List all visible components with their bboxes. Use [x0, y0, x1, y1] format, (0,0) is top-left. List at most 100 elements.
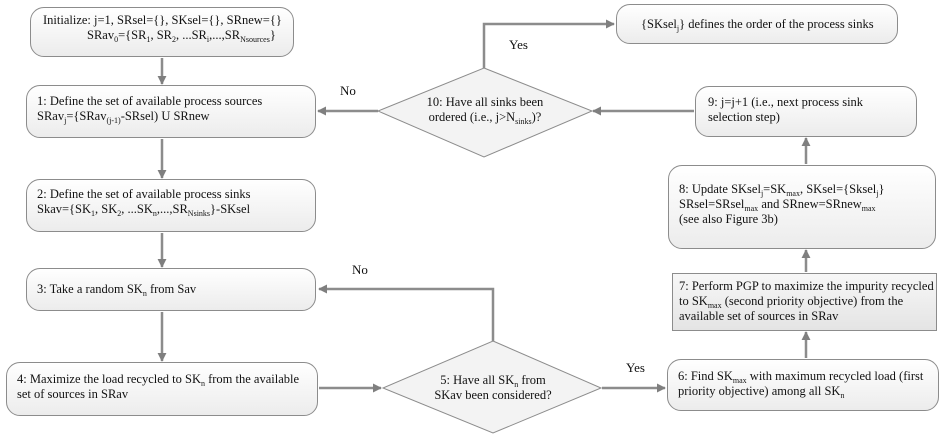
- step9-line2: selection step): [708, 110, 780, 124]
- step2-e: }-SKsel: [210, 202, 251, 216]
- step4-sub: n: [200, 379, 205, 388]
- step6-c: priority objective) among all SK: [678, 384, 841, 398]
- step1-line1: 1: Define the set of available process s…: [37, 94, 263, 108]
- step10-a: ordered (i.e., j>N: [428, 110, 516, 124]
- step6-line1: 6: Find SKmax with maximum recycled load…: [678, 369, 928, 385]
- init-line2: SRav0={SR1, SR2, ...SRi,...,SRNsources}: [43, 28, 281, 44]
- init-sub-n: Nsources: [240, 35, 270, 44]
- init-sep-2: , ...SR: [175, 28, 207, 42]
- init-line1: Initialize: j=1, SRsel={}, SKsel={}, SRn…: [43, 13, 282, 27]
- step8-e-sub: max: [744, 204, 759, 213]
- decision-step10-shape: [376, 67, 594, 158]
- step2-c: , ...SK: [121, 202, 153, 216]
- step8-c: , SKsel={Sksel: [799, 182, 877, 196]
- step10-sub: sinks: [515, 117, 532, 126]
- final-box: {SKselj} defines the order of the proces…: [616, 4, 898, 44]
- step1-srav-sub: j: [64, 116, 67, 125]
- label-yes-bottom: Yes: [626, 360, 645, 375]
- step1-prev-sub: (j-1): [106, 116, 121, 125]
- step1-rest: -SRsel) U SRnew: [120, 109, 210, 123]
- init-srav: SRav: [87, 28, 115, 42]
- step2-sN: Nsinks: [187, 209, 211, 218]
- step8-line1: 8: Update SKselj=SKmax, SKsel={Skselj}: [679, 182, 925, 198]
- step9-box: 9: j=j+1 (i.e., next process sink select…: [695, 86, 917, 137]
- step3-a: 3: Take a random SK: [37, 282, 143, 296]
- arrow-step5-no-to-step3: [318, 284, 495, 341]
- step8-f: and SRnew=SRnew: [758, 197, 862, 211]
- step2-line1: 2: Define the set of available process s…: [37, 187, 251, 201]
- step8-a: 8: Update SKsel: [679, 182, 761, 196]
- step2-line2: Skav={SK1, SK2, ...SKn,...,SRNsinks}-SKs…: [37, 202, 305, 218]
- step1-line2: SRavj={SRav(j-1)-SRsel) U SRnew: [37, 109, 305, 125]
- step10-line1: 10: Have all sinks been: [426, 95, 544, 109]
- step5-line1: 5: Have all SKn from: [413, 373, 573, 389]
- step7-box: 7: Perform PGP to maximize the impurity …: [672, 273, 937, 331]
- step2-box: 2: Define the set of available process s…: [26, 179, 316, 232]
- step7-line2: to SKmax (second priority objective) fro…: [679, 294, 930, 310]
- step6-sub: max: [732, 376, 747, 385]
- step3-box: 3: Take a random SKn from Sav: [26, 268, 316, 311]
- init-end: }: [269, 28, 276, 42]
- step8-b-sub: max: [786, 189, 800, 198]
- step8-line3: (see also Figure 3b): [679, 212, 778, 226]
- step10-text: 10: Have all sinks been ordered (i.e., j…: [400, 95, 570, 126]
- step1-prev: ={SRav: [66, 109, 107, 123]
- step8-a-sub: j: [760, 189, 764, 198]
- step3-sub: n: [142, 289, 147, 298]
- step4-a: 4: Maximize the load recycled to SK: [17, 372, 201, 386]
- step6-c-sub: n: [840, 391, 845, 400]
- step2-b: , SK: [95, 202, 118, 216]
- step2-s1: 1: [91, 209, 96, 218]
- step6-a: 6: Find SK: [678, 369, 733, 383]
- step8-line2: SRsel=SRselmax and SRnew=SRnewmax: [679, 197, 925, 213]
- step2-s2: 2: [117, 209, 122, 218]
- init-sub-1: 1: [146, 35, 151, 44]
- step5-line2: SKav been considered?: [434, 388, 552, 402]
- step7-a: to SK: [679, 294, 708, 308]
- step5-text: 5: Have all SKn from SKav been considere…: [413, 373, 573, 403]
- step1-box: 1: Define the set of available process s…: [26, 85, 316, 138]
- final-text: {SKselj} defines the order of the proces…: [641, 16, 874, 33]
- step5-sub: n: [514, 380, 519, 389]
- step2-sn: n: [152, 209, 157, 218]
- step6-b: with maximum recycled load (first: [746, 369, 924, 383]
- step10-line2: ordered (i.e., j>Nsinks)?: [400, 110, 570, 126]
- init-sub-i: i: [206, 35, 210, 44]
- arrow-step10-yes-to-final: [482, 19, 615, 68]
- step8-c-sub: j: [876, 189, 879, 198]
- label-yes-top: Yes: [509, 37, 528, 52]
- label-no-mid: No: [352, 262, 368, 277]
- final-sub: j: [676, 23, 680, 33]
- init-sub-2: 2: [171, 35, 176, 44]
- init-srav-sub: 0: [114, 35, 119, 44]
- step9-line1: 9: j=j+1 (i.e., next process sink: [708, 95, 864, 109]
- step8-box: 8: Update SKselj=SKmax, SKsel={Skselj} S…: [668, 165, 936, 249]
- step3-text: 3: Take a random SKn from Sav: [37, 282, 197, 298]
- step6-line2: priority objective) among all SKn: [678, 384, 928, 400]
- step8-b: =SK: [763, 182, 787, 196]
- init-sep-3: ,...,SR: [209, 28, 241, 42]
- step4-b: from the available: [204, 372, 300, 386]
- step8-d: }: [878, 182, 885, 196]
- step2-d: ,...,SR: [156, 202, 188, 216]
- final-a: {SKsel: [641, 16, 677, 31]
- step6-box: 6: Find SKmax with maximum recycled load…: [667, 359, 939, 411]
- init-eq: ={SR: [118, 28, 147, 42]
- step1-srav: SRav: [37, 109, 65, 123]
- init-box: Initialize: j=1, SRsel={}, SKsel={}, SRn…: [30, 7, 294, 57]
- step5-b: from: [518, 373, 546, 387]
- step7-a-sub: max: [707, 301, 722, 310]
- step8-e: SRsel=SRsel: [679, 197, 745, 211]
- step3-b: from Sav: [146, 282, 197, 296]
- step5-a: 5: Have all SK: [440, 373, 515, 387]
- step2-a: Skav={SK: [37, 202, 92, 216]
- final-b: } defines the order of the process sinks: [679, 16, 874, 31]
- label-no-top: No: [340, 83, 356, 98]
- init-sep-1: , SR: [150, 28, 172, 42]
- step7-line3: available set of sources in SRav: [679, 309, 839, 323]
- step4-line2: set of sources in SRav: [17, 387, 129, 401]
- step10-b: )?: [531, 110, 542, 124]
- step4-line1: 4: Maximize the load recycled to SKn fro…: [17, 372, 307, 388]
- step4-box: 4: Maximize the load recycled to SKn fro…: [6, 362, 318, 416]
